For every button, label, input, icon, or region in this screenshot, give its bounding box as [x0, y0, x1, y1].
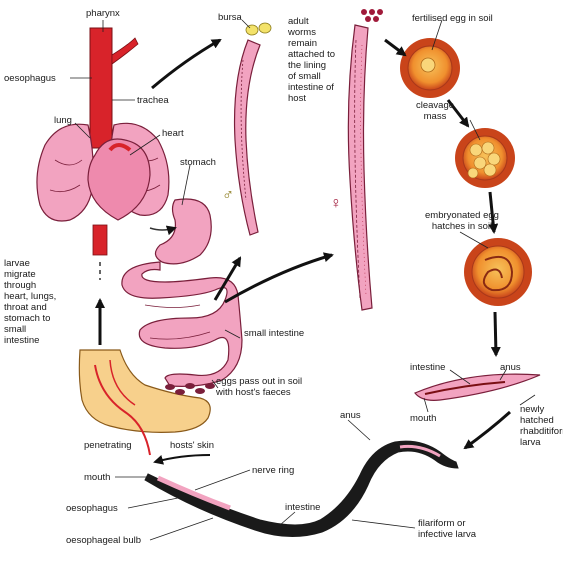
skin-penetration-arrow [155, 455, 210, 462]
egg-dots [361, 9, 383, 22]
label-oesophagus-top: oesophagus [4, 73, 56, 84]
label-oesophagus-big: oesophagus [66, 503, 118, 514]
label-oesophageal-bulb: oesophageal bulb [66, 535, 141, 546]
label-bursa: bursa [218, 12, 242, 23]
small-intestine-coils [122, 262, 242, 386]
label-intestine-larva: intestine [410, 362, 445, 373]
label-embryonated-egg: embryonated egg hatches in soil [418, 210, 506, 232]
female-adult-worm [348, 25, 372, 310]
label-cleavage-mass: cleavage mass [410, 100, 460, 122]
cleavage-mass-egg [455, 128, 515, 188]
label-larvae-migrate: larvae migrate through heart, lungs, thr… [4, 258, 60, 346]
label-trachea: trachea [137, 95, 169, 106]
label-adult-worms: adult worms remain attached to the linin… [288, 16, 336, 104]
label-anus-big: anus [340, 410, 361, 421]
label-newly-hatched: newly hatched rhabditiform larva [520, 404, 562, 448]
label-lung: lung [54, 115, 72, 126]
label-heart: heart [162, 128, 184, 139]
male-symbol-icon: ♂ [222, 190, 234, 201]
label-mouth-big: mouth [84, 472, 110, 483]
female-symbol-icon: ♀ [330, 198, 342, 209]
label-mouth-larva: mouth [410, 413, 436, 424]
label-nerve-ring: nerve ring [252, 465, 294, 476]
fertilised-egg [400, 38, 460, 98]
label-filariform: filariform or infective larva [418, 518, 492, 540]
label-fertilised-egg: fertilised egg in soil [412, 13, 493, 24]
label-penetrating: penetrating [84, 440, 132, 451]
label-hosts-skin: hosts' skin [170, 440, 214, 451]
label-pharynx: pharynx [86, 8, 120, 19]
label-small-intestine: small intestine [244, 328, 304, 339]
label-eggs-pass-out: eggs pass out in soil with host's faeces [216, 376, 316, 398]
male-adult-worm [235, 23, 271, 235]
label-intestine-big: intestine [285, 502, 320, 513]
rhabditiform-larva [415, 374, 540, 400]
label-stomach: stomach [180, 157, 216, 168]
label-anus-larva: anus [500, 362, 521, 373]
embryonated-egg [464, 238, 532, 306]
